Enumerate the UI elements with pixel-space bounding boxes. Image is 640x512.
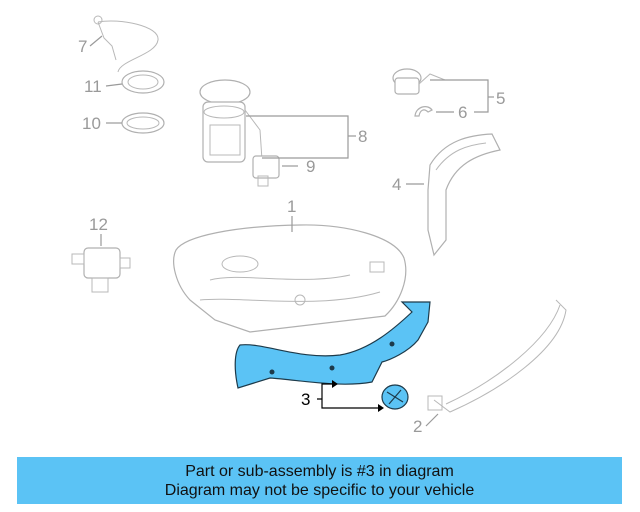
part-4-filler-pipe xyxy=(427,133,501,257)
callout-11: 11 xyxy=(84,77,102,96)
callout-1: 1 xyxy=(287,197,296,216)
part-9-sensor xyxy=(252,155,280,187)
leader-3 xyxy=(317,383,380,409)
part-3-heat-shield xyxy=(234,301,431,389)
leader-7 xyxy=(89,35,103,47)
parts-diagram: 7 11 10 8 9 5 6 xyxy=(71,15,567,436)
callout-4: 4 xyxy=(392,175,401,194)
part-1-fuel-tank xyxy=(173,224,407,333)
part-5-filler-cap xyxy=(392,68,446,95)
banner-line-2: Diagram may not be specific to your vehi… xyxy=(164,481,475,499)
part-6-clip xyxy=(414,106,433,117)
callout-7: 7 xyxy=(78,37,87,56)
leader-5 xyxy=(430,79,489,113)
banner-line-1: Part or sub-assembly is #3 in diagram xyxy=(185,462,454,480)
part-3-shield-cover xyxy=(381,384,409,410)
leader-3-arrows xyxy=(332,380,384,412)
callout-10: 10 xyxy=(82,114,101,133)
part-11-lock-ring xyxy=(121,70,165,94)
part-10-seal xyxy=(121,112,165,134)
leader-2 xyxy=(425,413,439,427)
info-banner: Part or sub-assembly is #3 in diagram Di… xyxy=(17,457,622,504)
part-7-wire xyxy=(93,15,159,73)
part-8-fuel-pump-module xyxy=(199,79,263,163)
callout-8: 8 xyxy=(358,127,367,146)
callout-5: 5 xyxy=(496,89,505,108)
callout-2: 2 xyxy=(413,417,422,436)
leader-8 xyxy=(246,115,349,159)
leader-11 xyxy=(105,83,123,87)
callout-6: 6 xyxy=(458,103,467,122)
callout-3: 3 xyxy=(301,390,310,409)
part-12-valve xyxy=(71,247,131,293)
callout-12: 12 xyxy=(89,215,108,234)
part-2-tank-strap xyxy=(427,299,567,413)
callout-9: 9 xyxy=(306,157,315,176)
